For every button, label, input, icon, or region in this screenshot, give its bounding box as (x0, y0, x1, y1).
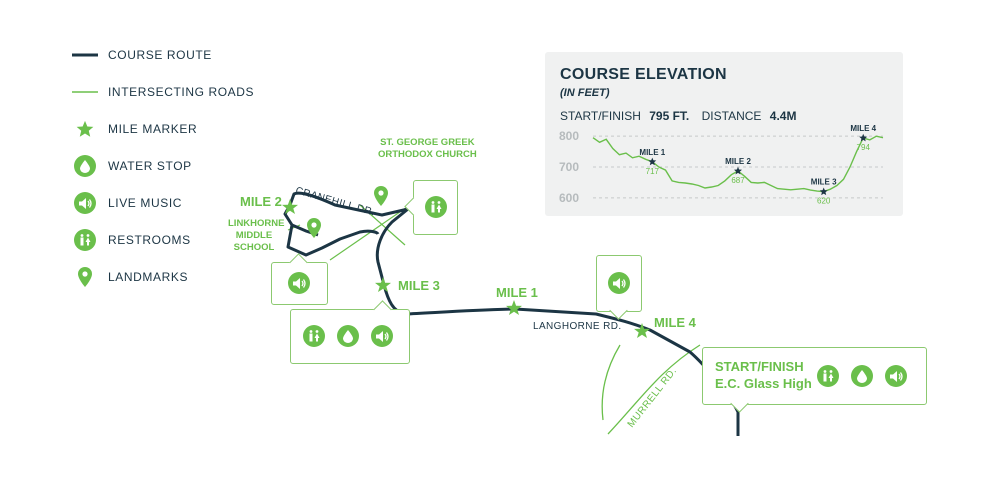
legend-course-route: COURSE ROUTE (70, 40, 212, 70)
school-label-line3: SCHOOL (233, 242, 275, 253)
start-finish-label: START/FINISH E.C. Glass High (715, 358, 812, 392)
road-label-langhorne: LANGHORNE RD. (533, 321, 622, 332)
legend-restrooms: RESTROOMS (70, 225, 191, 255)
course-route-swatch (70, 40, 100, 70)
school-label: LINKHORNE MIDDLE SCHOOL (228, 218, 285, 254)
elevation-mile-value: 687 (731, 176, 745, 185)
speaker-icon (608, 272, 630, 294)
legend-mile-marker: MILE MARKER (70, 114, 197, 144)
speaker-icon (885, 365, 907, 387)
legend-intersecting-roads: INTERSECTING ROADS (70, 77, 254, 107)
road-label-cranehill: CRANEHILL DR. (294, 185, 376, 218)
callout-start-finish[interactable]: START/FINISH E.C. Glass High (702, 347, 927, 413)
legend-label-live-music: LIVE MUSIC (108, 196, 183, 210)
restroom-icon (425, 196, 447, 218)
mile-marker-2[interactable] (282, 199, 298, 214)
mile-4-label: MILE 4 (654, 315, 696, 330)
road-label-murrell: MURRELL RD. (626, 366, 680, 430)
elevation-mile-value: 794 (857, 143, 871, 152)
speaker-icon (371, 325, 393, 347)
elevation-chart: 800 700 600 MILE 1 717 MILE 2 687 MILE 3 620 MILE… (559, 124, 884, 206)
intersecting-roads-swatch (70, 77, 100, 107)
school-label-line2: MIDDLE (235, 230, 273, 241)
elevation-distance-label: DISTANCE (701, 109, 762, 123)
water-drop-icon (337, 325, 359, 347)
elevation-start-value: 795 FT. (649, 109, 690, 123)
legend-live-music: LIVE MUSIC (70, 188, 182, 218)
elevation-mile-star (648, 157, 657, 166)
y-tick-label: 600 (559, 191, 579, 205)
legend-label-intersecting-roads: INTERSECTING ROADS (108, 85, 255, 99)
water-drop-icon (851, 365, 873, 387)
speaker-icon (288, 272, 310, 294)
course-route-path (283, 191, 740, 436)
water-drop-icon (74, 155, 96, 177)
church-label-line1: ST. GEORGE GREEK (380, 137, 475, 148)
elevation-mile-star (734, 166, 742, 175)
elevation-stats: START/FINISH 795 FT. DISTANCE 4.4M (560, 109, 796, 123)
speaker-icon (74, 192, 96, 214)
restroom-icon (817, 365, 839, 387)
mile-3-label: MILE 3 (398, 278, 440, 293)
legend-label-mile-marker: MILE MARKER (108, 122, 198, 136)
legend-label-water-stop: WATER STOP (108, 159, 192, 173)
elevation-panel: COURSE ELEVATION (IN FEET) START/FINISH … (545, 52, 903, 216)
elevation-mile-star (859, 133, 868, 142)
start-finish-line1: START/FINISH (715, 359, 804, 374)
church-label-line2: ORTHODOX CHURCH (378, 149, 477, 160)
legend-landmarks: LANDMARKS (70, 262, 188, 292)
elevation-mile-star (819, 187, 828, 196)
elevation-start-label: START/FINISH (560, 109, 641, 123)
mile-2-label: MILE 2 (240, 194, 282, 209)
church-label: ST. GEORGE GREEK ORTHODOX CHURCH (378, 137, 477, 161)
elevation-mile-label: MILE 1 (639, 148, 665, 157)
y-tick-label: 800 (559, 129, 579, 143)
elevation-distance-value: 4.4M (769, 109, 797, 123)
callout-mile3-amenities[interactable] (290, 300, 410, 364)
elevation-mile-label: MILE 3 (811, 178, 837, 187)
intersecting-road-murrell-1 (607, 344, 701, 435)
mile-marker-3[interactable] (375, 277, 391, 292)
start-finish-line2: E.C. Glass High (715, 376, 812, 391)
elevation-mile-label: MILE 4 (850, 124, 876, 133)
intersecting-road-murrell-2 (601, 344, 621, 421)
elevation-mile-value: 620 (817, 197, 831, 206)
legend-label-restrooms: RESTROOMS (108, 233, 191, 247)
landmark-pin-school[interactable] (307, 218, 321, 238)
legend-label-landmarks: LANDMARKS (108, 270, 189, 284)
elevation-subtitle: (IN FEET) (560, 87, 610, 99)
restroom-icon (74, 229, 96, 251)
map-pin-icon (70, 262, 100, 292)
school-label-line1: LINKHORNE (228, 218, 285, 229)
mile-1-label: MILE 1 (496, 285, 538, 300)
restroom-icon (303, 325, 325, 347)
landmark-pin-church[interactable] (374, 186, 388, 206)
legend-water-stop: WATER STOP (70, 151, 192, 181)
legend-label-course-route: COURSE ROUTE (108, 48, 212, 62)
elevation-mile-value: 717 (646, 167, 660, 176)
callout-music-langhorne[interactable] (596, 255, 642, 320)
callout-restroom-church[interactable] (404, 180, 458, 235)
star-icon (70, 114, 100, 144)
mile-marker-1[interactable] (506, 300, 522, 315)
elevation-mile-label: MILE 2 (725, 157, 751, 166)
y-tick-label: 700 (559, 160, 579, 174)
elevation-title: COURSE ELEVATION (560, 66, 727, 83)
mile-marker-4[interactable] (634, 323, 650, 338)
callout-music-mile2[interactable] (271, 253, 328, 305)
